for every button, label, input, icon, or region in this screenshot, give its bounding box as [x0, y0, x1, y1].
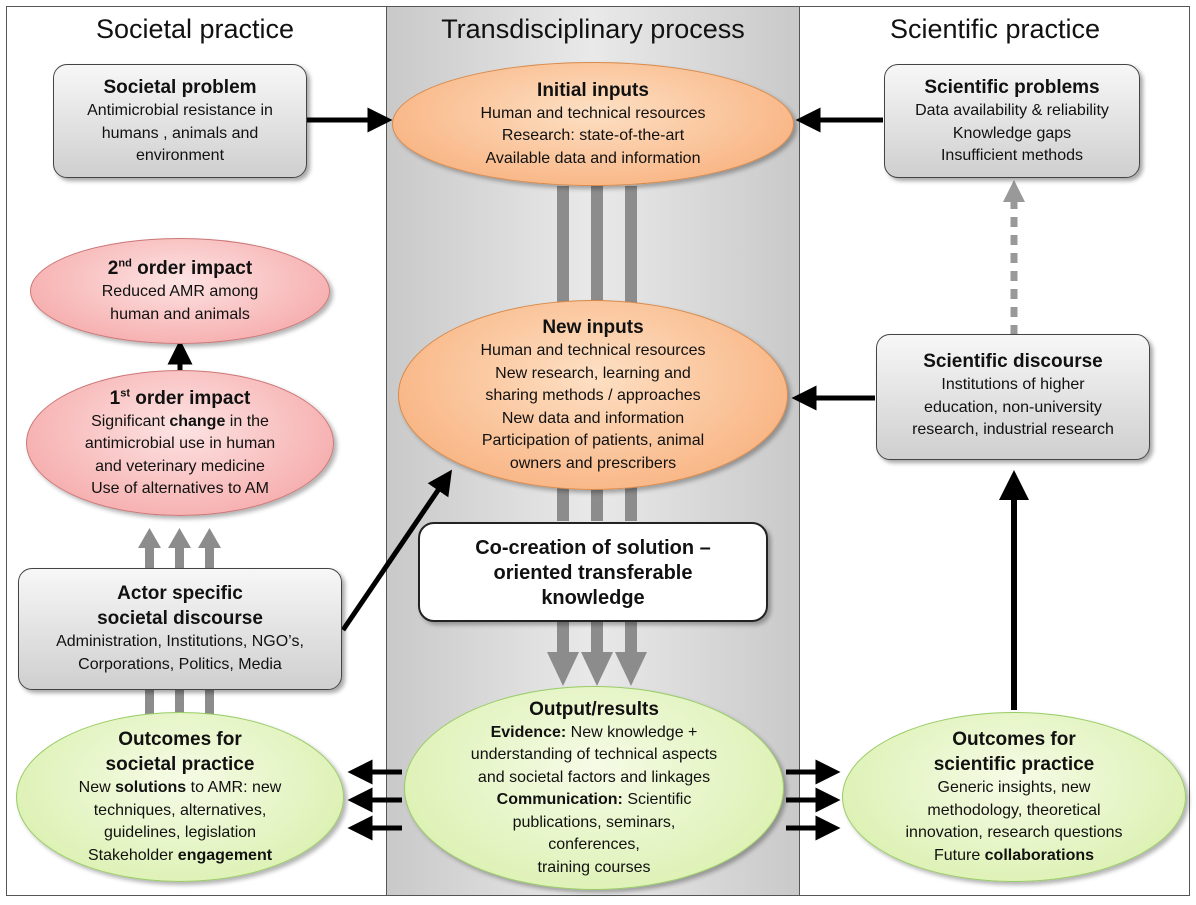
new-inputs-line: Human and technical resources: [480, 342, 706, 359]
first-order-impact-title: 1st order impact: [109, 387, 251, 409]
outcomes-societal-line: Stakeholder engagement: [87, 846, 273, 864]
output-line: understanding of technical aspects: [470, 746, 718, 764]
first-order-line: antimicrobial use in human: [84, 435, 276, 452]
column-title-scientific: Scientific practice: [889, 14, 1101, 44]
actor-discourse-title: Actor specific: [117, 583, 243, 604]
double-arrows-left: [347, 759, 402, 841]
output-communication-line: Communication: Scientific: [496, 791, 692, 809]
outcomes-societal-line: techniques, alternatives,: [93, 801, 267, 819]
scientific-discourse-line: research, industrial research: [912, 421, 1114, 438]
output-line: publications, seminars,: [512, 813, 676, 831]
scientific-discourse-line: education, non-university: [924, 398, 1102, 416]
societal-problem-title: Societal problem: [103, 77, 257, 98]
societal-problem-line: environment: [135, 147, 225, 164]
initial-inputs-ellipse: Initial inputs Human and technical resou…: [392, 62, 794, 186]
outcomes-societal-ellipse: Outcomes for societal practice New solut…: [16, 712, 344, 882]
output-results-ellipse: Output/results Evidence: New knowledge +…: [404, 686, 784, 890]
second-order-line: Reduced AMR among: [101, 283, 259, 300]
scientific-discourse-title: Scientific discourse: [923, 351, 1103, 372]
actor-discourse-line: Administration, Institutions, NGO’s,: [56, 633, 304, 650]
output-line: training courses: [537, 858, 651, 876]
initial-inputs-line: Human and technical resources: [480, 104, 706, 122]
outcomes-scientific-title: scientific practice: [933, 754, 1095, 775]
scientific-problems-line: Insufficient methods: [940, 147, 1083, 164]
new-inputs-line: New data and information: [501, 409, 685, 427]
first-order-impact-ellipse: 1st order impact Significant change in t…: [26, 370, 334, 516]
outcomes-societal-line: New solutions to AMR: new: [78, 779, 282, 796]
societal-problem-box: Societal problem Antimicrobial resistanc…: [53, 64, 307, 178]
output-evidence-line: Evidence: New knowledge +: [490, 723, 698, 741]
actor-discourse-title: societal discourse: [97, 608, 263, 629]
outcomes-societal-title: societal practice: [105, 754, 255, 775]
scientific-discourse-box: Scientific discourse Institutions of hig…: [876, 334, 1150, 460]
new-inputs-line: Participation of patients, animal: [481, 432, 705, 449]
first-order-line: Significant change in the: [91, 412, 269, 430]
scientific-discourse-line: Institutions of higher: [941, 376, 1085, 393]
initial-inputs-line: Research: state-of-the-art: [501, 127, 685, 145]
outcomes-scientific-line: Generic insights, new: [937, 779, 1091, 796]
second-order-line: human and animals: [110, 305, 250, 323]
second-order-impact-title: 2nd order impact: [107, 257, 253, 279]
diagram-frame: [6, 6, 1190, 896]
actor-discourse-box: Actor specific societal discourse Admini…: [18, 568, 342, 690]
outcomes-scientific-ellipse: Outcomes for scientific practice Generic…: [842, 712, 1186, 882]
outcomes-scientific-line: innovation, research questions: [905, 824, 1123, 841]
second-order-impact-ellipse: 2nd order impact Reduced AMR among human…: [30, 238, 330, 344]
arrow-actor-to-new-inputs: [340, 469, 453, 632]
cocreation-line: Co-creation of solution –: [475, 537, 711, 559]
outcomes-societal-line: guidelines, legislation: [103, 824, 257, 841]
new-inputs-ellipse: New inputs Human and technical resources…: [398, 300, 788, 490]
new-inputs-line: New research, learning and: [495, 364, 691, 382]
outcomes-scientific-line: methodology, theoretical: [927, 801, 1101, 819]
scientific-problems-box: Scientific problems Data availability & …: [884, 64, 1140, 178]
first-order-line: Use of alternatives to AM: [91, 480, 269, 497]
societal-problem-line: humans , animals and: [101, 124, 259, 142]
column-title-societal: Societal practice: [95, 14, 295, 44]
gray-up-arrows: [138, 528, 221, 716]
first-order-line: and veterinary medicine: [95, 457, 265, 475]
scientific-problems-title: Scientific problems: [924, 77, 1100, 98]
output-line: and societal factors and linkages: [477, 768, 711, 786]
new-inputs-line: owners and prescribers: [509, 454, 677, 472]
output-results-title: Output/results: [529, 698, 659, 720]
new-inputs-title: New inputs: [542, 317, 644, 338]
gray-down-arrows: [547, 622, 647, 686]
outcomes-scientific-line: Future collaborations: [933, 846, 1095, 864]
scientific-problems-line: Data availability & reliability: [915, 102, 1109, 119]
cocreation-line: knowledge: [541, 587, 645, 609]
cocreation-box: Co-creation of solution – oriented trans…: [418, 522, 768, 622]
double-arrows-right: [786, 759, 841, 841]
outcomes-scientific-title: Outcomes for: [952, 729, 1076, 750]
initial-inputs-title: Initial inputs: [537, 79, 649, 101]
output-line: conferences,: [548, 836, 640, 854]
societal-problem-line: Antimicrobial resistance in: [87, 102, 273, 119]
new-inputs-line: sharing methods / approaches: [485, 387, 701, 404]
actor-discourse-line: Corporations, Politics, Media: [78, 655, 282, 673]
initial-inputs-line: Available data and information: [485, 149, 701, 167]
scientific-problems-line: Knowledge gaps: [952, 124, 1072, 142]
outcomes-societal-title: Outcomes for: [118, 729, 242, 750]
column-title-transdisciplinary: Transdisciplinary process: [441, 14, 745, 44]
cocreation-line: oriented transferable: [493, 562, 693, 584]
